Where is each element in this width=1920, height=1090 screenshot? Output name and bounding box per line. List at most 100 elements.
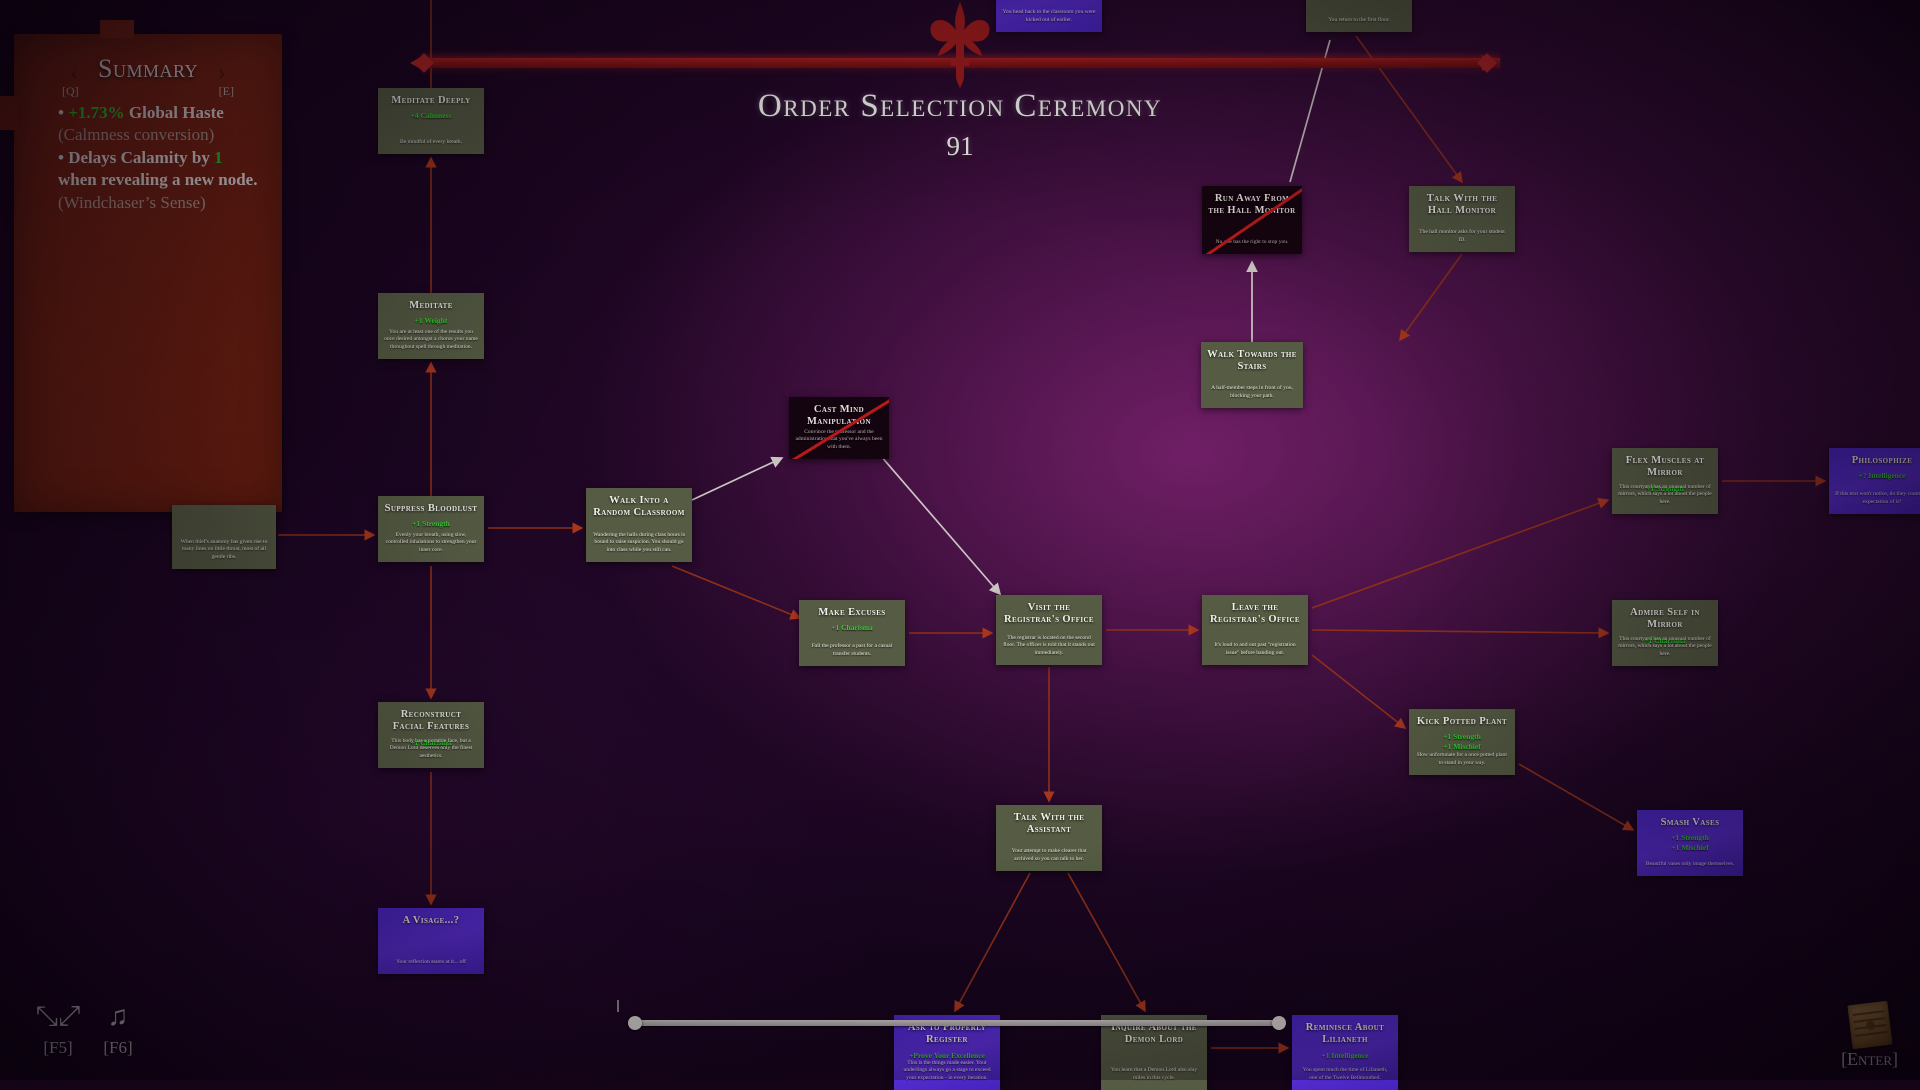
node-stats: +1 Strength xyxy=(412,519,450,529)
summary-line: • Delays Calamity by 1 when revealing a … xyxy=(58,147,258,190)
node-reminisce-lilianeth[interactable]: Reminisce About Lilianeth +1 Intelligence… xyxy=(1292,1015,1398,1090)
fullscreen-icon: ⤡⤢ xyxy=(35,1001,81,1032)
node-edge-left-partial[interactable]: When thief's anatomy has given rise to m… xyxy=(172,505,276,569)
node-stats: +Prove Your Excellence xyxy=(909,1050,985,1060)
node-description: It's loud to and out past "registration … xyxy=(1214,642,1296,656)
scroll-icon xyxy=(1846,1000,1893,1050)
node-description: This courtyard has an unusual number of … xyxy=(1618,484,1712,505)
timeline-slider[interactable] xyxy=(628,1016,1286,1030)
node-title: Smash Vases xyxy=(1660,817,1720,828)
node-description: Wandering the halls during class hours i… xyxy=(593,532,685,553)
node-title: Walk Towards the Stairs xyxy=(1207,349,1297,373)
node-description: When thief's anatomy has given rise to m… xyxy=(180,539,268,560)
node-floor[interactable]: Floor+1 AgilityYou return to the first f… xyxy=(1306,0,1412,32)
summary-line-note: (Calmness conversion) xyxy=(58,125,215,145)
node-description: Convince the professor and the administr… xyxy=(795,429,883,450)
slider-knob-start[interactable] xyxy=(628,1016,642,1030)
summary-heading: Summary xyxy=(98,54,198,83)
node-classroom[interactable]: Classroom+1 AgilityYou head back to the … xyxy=(996,0,1102,32)
node-description: The hall monitor asks for your student I… xyxy=(1419,229,1505,243)
summary-next-key: [E] xyxy=(218,84,234,98)
node-title: Reconstruct Facial Features xyxy=(392,709,470,733)
slider-track[interactable] xyxy=(632,1020,1282,1026)
slider-knob-end[interactable] xyxy=(1272,1016,1286,1030)
node-description: Beautiful vases only image themselves. xyxy=(1645,860,1735,867)
node-description: You head back to the classroom you were … xyxy=(1002,9,1096,23)
node-description: This is the things made easier. Your und… xyxy=(903,1060,991,1081)
summary-prev-arrow[interactable]: ‹ xyxy=(70,60,78,86)
summary-body: • +1.73% Global Haste (Calmness conversio… xyxy=(58,102,264,214)
node-description: You return to the first floor. xyxy=(1328,16,1390,23)
node-title: Kick Potted Plant xyxy=(1416,716,1508,727)
node-description: Your reflection stares at it... off xyxy=(396,958,466,965)
node-title: Make Excuses xyxy=(818,607,886,618)
node-description: A half-member steps in front of you, blo… xyxy=(1211,385,1293,399)
node-description: If this text won't notice, do they count… xyxy=(1835,491,1920,505)
node-description: Evenly your breath, using slow, controll… xyxy=(385,532,477,553)
node-title: Visit the Registrar's Office xyxy=(1004,602,1094,626)
node-description: Fall the professor a past for a casual t… xyxy=(811,643,893,657)
node-stats: +1 Charisma xyxy=(831,623,873,633)
hotkey-music-label: [F6] xyxy=(103,1038,133,1057)
node-description: Your attempt to make clearer that archiv… xyxy=(1011,848,1087,862)
node-stats: +1 Intelligence xyxy=(1321,1050,1369,1060)
node-title: Cast Mind Manipulation xyxy=(807,404,871,428)
node-title: Walk Into a Random Classroom xyxy=(593,495,685,519)
node-title: Reminisce About Lilianeth xyxy=(1305,1022,1385,1046)
hotkey-enter-label: [Enter] xyxy=(1841,1049,1898,1069)
node-walk-towards-stairs[interactable]: Walk Towards the Stairs A half-member ste… xyxy=(1201,342,1303,408)
node-description: Be mindful of every breath. xyxy=(400,138,462,145)
node-stats: +4 Calmness xyxy=(410,111,452,121)
music-note-icon: ♫ xyxy=(107,1001,129,1032)
node-stats: +1 Strength+1 Mischief xyxy=(1443,732,1481,751)
node-philosophize[interactable]: Philosophize +? Intelligence If this text … xyxy=(1829,448,1920,514)
node-title: Admire Self in Mirror xyxy=(1630,607,1700,631)
node-description: The registrar is located on the second f… xyxy=(1003,635,1095,656)
summary-prev-key: [Q] xyxy=(62,84,79,98)
node-description: This courtyard has an unusual number of … xyxy=(1618,636,1712,657)
node-description: You are at least one of the results you … xyxy=(384,329,478,350)
hotkey-music[interactable]: ♫ [F6] xyxy=(90,1002,146,1058)
summary-line: • +1.73% Global Haste xyxy=(58,103,224,122)
slider-tick xyxy=(617,1000,619,1012)
node-title: A Visage...? xyxy=(402,915,460,926)
node-description: How unfortunate for a once potted plant … xyxy=(1417,752,1507,766)
node-description: No one has the right to stop you. xyxy=(1215,238,1289,245)
node-title: Suppress Bloodlust xyxy=(384,503,478,514)
node-stats: +1 Strength+1 Mischief xyxy=(1671,833,1709,852)
hotkey-enter[interactable]: [Enter] xyxy=(1841,1000,1898,1070)
node-title: Run Away From the Hall Monitor xyxy=(1208,193,1296,217)
node-title: Flex Muscles at Mirror xyxy=(1625,455,1705,479)
node-title: Talk With the Assistant xyxy=(1013,812,1085,836)
hotkey-fullscreen[interactable]: ⤡⤢ [F5] xyxy=(30,1002,86,1058)
summary-next-arrow[interactable]: › xyxy=(218,60,226,86)
node-title: Philosophize xyxy=(1851,455,1913,466)
node-stats: +1 Weight xyxy=(414,316,448,326)
summary-line-note: (Windchaser’s Sense) xyxy=(58,192,206,212)
node-title: Meditate Deeply xyxy=(391,95,471,106)
node-title: Meditate xyxy=(409,300,453,311)
node-a-visage[interactable]: A Visage...? Your reflection stares at it… xyxy=(378,908,484,974)
node-description: This body has a portable face, but a Dem… xyxy=(389,738,473,759)
hotkey-fullscreen-label: [F5] xyxy=(43,1038,73,1057)
node-title: Talk With the Hall Monitor xyxy=(1426,193,1498,217)
node-stats: +? Intelligence xyxy=(1858,471,1906,481)
node-meditate-deeply[interactable]: Meditate Deeply +4 Calmness Be mindful of … xyxy=(378,88,484,154)
node-run-away-hall-monitor: Run Away From the Hall Monitor No one has… xyxy=(1202,186,1302,254)
node-title: Leave the Registrar's Office xyxy=(1210,602,1300,626)
